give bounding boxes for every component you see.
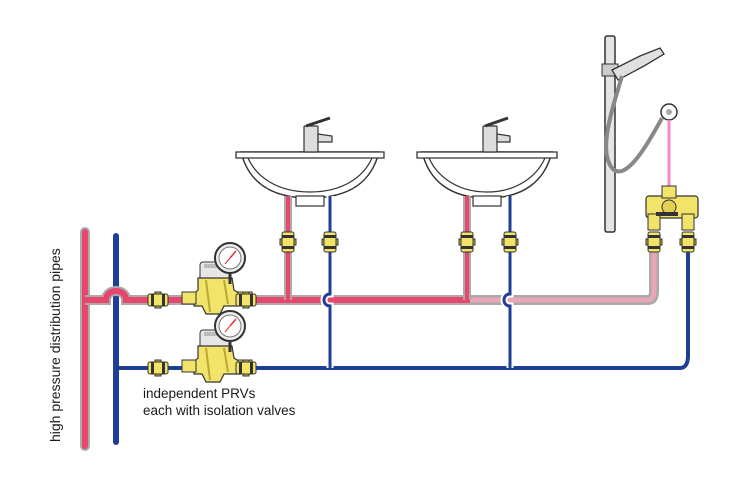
isolation-valve-icon (321, 231, 339, 253)
isolation-valve-icon (458, 231, 476, 253)
isolation-valve-icon (235, 359, 257, 377)
isolation-valve-icon (501, 231, 519, 253)
prv-note-line-2: each with isolation valves (143, 403, 296, 418)
wash-basin-icon (416, 116, 558, 207)
thermostatic-mixer-icon (645, 185, 699, 231)
cold-riser-basin-2 (502, 196, 512, 368)
isolation-valve-icon (645, 231, 663, 253)
isolation-valve-icon (147, 291, 169, 309)
cold-riser-basin-1 (322, 196, 332, 368)
shower-rail-icon (601, 35, 678, 233)
hot-shower-pipe (470, 242, 657, 303)
wash-basin-icon (235, 116, 385, 207)
isolation-valve-icon (235, 291, 257, 309)
vertical-pipes-label: high pressure distribution pipes (47, 248, 63, 442)
isolation-valve-icon (679, 231, 697, 253)
hot-distribution-pipe (85, 288, 470, 303)
isolation-valve-icon (279, 231, 297, 253)
isolation-valve-icon (147, 359, 169, 377)
cold-distribution-pipe (116, 242, 690, 370)
prv-note-line-1: independent PRVs (143, 386, 256, 401)
